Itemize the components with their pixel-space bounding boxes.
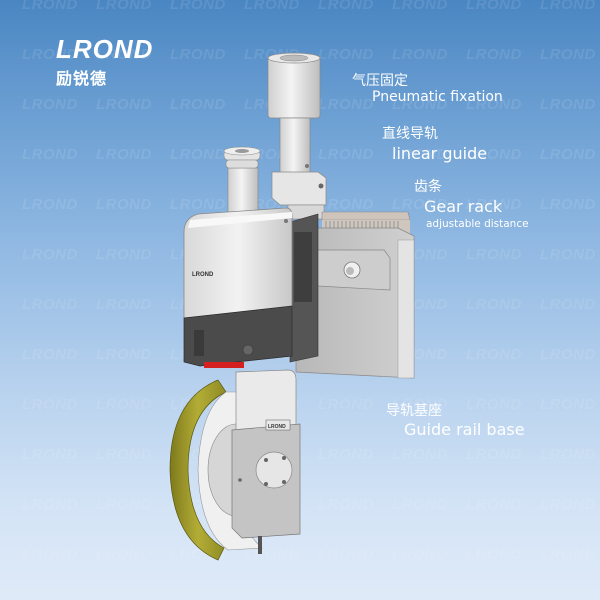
callout-base: 导轨基座 — [386, 400, 442, 420]
callout-linear-en-wrap: linear guide — [392, 144, 487, 163]
callout-gear-en-wrap: Gear rack — [424, 197, 502, 216]
callout-linear-en: linear guide — [392, 144, 488, 163]
callout-linear: 直线导轨 — [382, 123, 438, 143]
callout-pneumatic-en-wrap: Pneumatic fixation — [372, 89, 503, 105]
main-housing: LROND — [183, 146, 293, 368]
brand-logo: LROND 励锐德 — [56, 36, 153, 89]
callout-pneumatic-cn: 气压固定 — [352, 73, 408, 89]
callout-pneumatic-en: Pneumatic fixation — [372, 89, 503, 105]
wheel-assembly: LROND — [169, 369, 301, 561]
callout-base-en-wrap: Guide rail base — [404, 420, 525, 439]
guide-rail-base — [295, 227, 415, 379]
linear-guide — [289, 213, 319, 363]
pneumatic-cylinder — [267, 52, 327, 220]
housing-logo: LROND — [192, 272, 214, 278]
brand-name-en: LROND — [56, 34, 154, 64]
brand-name-cn: 励锐德 — [56, 69, 108, 88]
callout-gear-sub: adjustable distance — [426, 218, 529, 230]
callout-gear-sub-wrap: adjustable distance — [426, 218, 529, 230]
callout-gear-en: Gear rack — [424, 197, 503, 216]
callout-base-cn: 导轨基座 — [386, 403, 442, 419]
wheel-housing-logo: LROND — [268, 424, 286, 430]
callout-gear: 齿条 — [414, 176, 442, 196]
red-marker — [204, 362, 244, 368]
callout-linear-cn: 直线导轨 — [382, 126, 438, 142]
callout-gear-cn: 齿条 — [414, 179, 442, 195]
callout-pneumatic: 气压固定 — [352, 70, 408, 90]
callout-base-en: Guide rail base — [404, 420, 525, 439]
